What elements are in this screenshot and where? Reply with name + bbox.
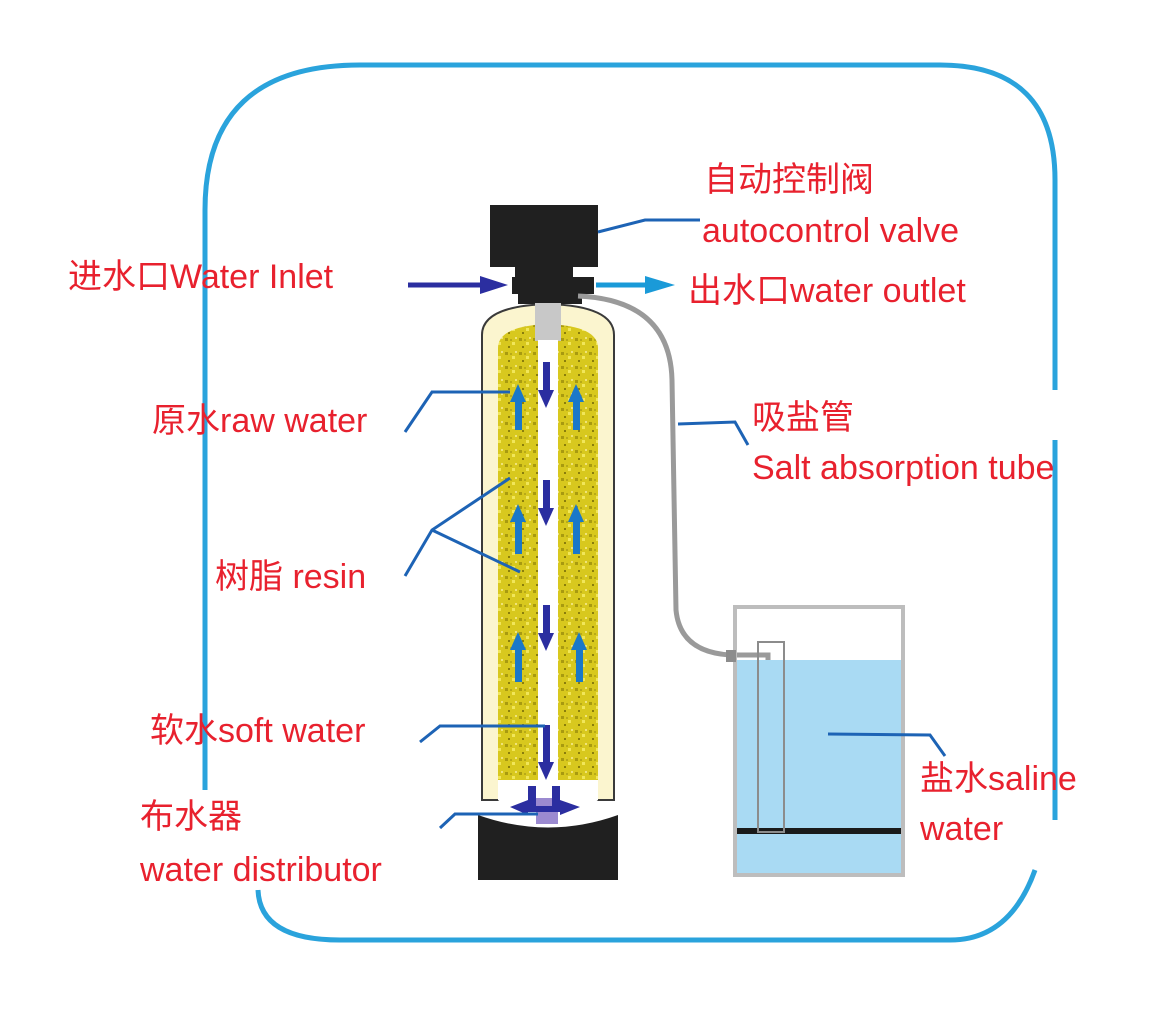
downflow-arrows — [510, 362, 580, 815]
valve-neck — [515, 267, 573, 279]
salt-tube-label-cn: 吸盐管 — [752, 399, 854, 437]
tank-base — [478, 815, 618, 880]
distributor-label-en: water distributor — [140, 851, 382, 889]
brine-tank — [726, 605, 905, 877]
outlet-arrow — [596, 276, 675, 294]
inlet-arrow — [408, 276, 508, 294]
salt-tube-label-en: Salt absorption tube — [752, 449, 1055, 487]
resin-label: 树脂 resin — [215, 558, 367, 596]
autocontrol-valve-label-cn: 自动控制阀 — [704, 161, 874, 199]
distributor-label-cn: 布水器 — [140, 798, 242, 836]
saline-water-label-line2: water — [920, 810, 1004, 848]
soft-water-label: 软水soft water — [150, 712, 366, 750]
autocontrol-valve-label-en: autocontrol valve — [702, 212, 960, 250]
valve-collar — [518, 294, 582, 304]
outer-frame — [202, 62, 1058, 943]
saline-water-label-line1: 盐水saline — [920, 760, 1077, 798]
valve-port-block — [512, 277, 594, 294]
leader-lines — [403, 218, 947, 830]
water-inlet-label: 进水口Water Inlet — [68, 258, 334, 296]
riser-top — [535, 303, 561, 341]
control-valve-head — [490, 205, 598, 267]
raw-water-label: 原水raw water — [152, 402, 368, 440]
central-riser-tube — [538, 340, 558, 780]
upflow-arrows — [510, 384, 587, 682]
water-outlet-label: 出水口water outlet — [688, 272, 966, 310]
salt-absorption-tube — [577, 293, 771, 845]
